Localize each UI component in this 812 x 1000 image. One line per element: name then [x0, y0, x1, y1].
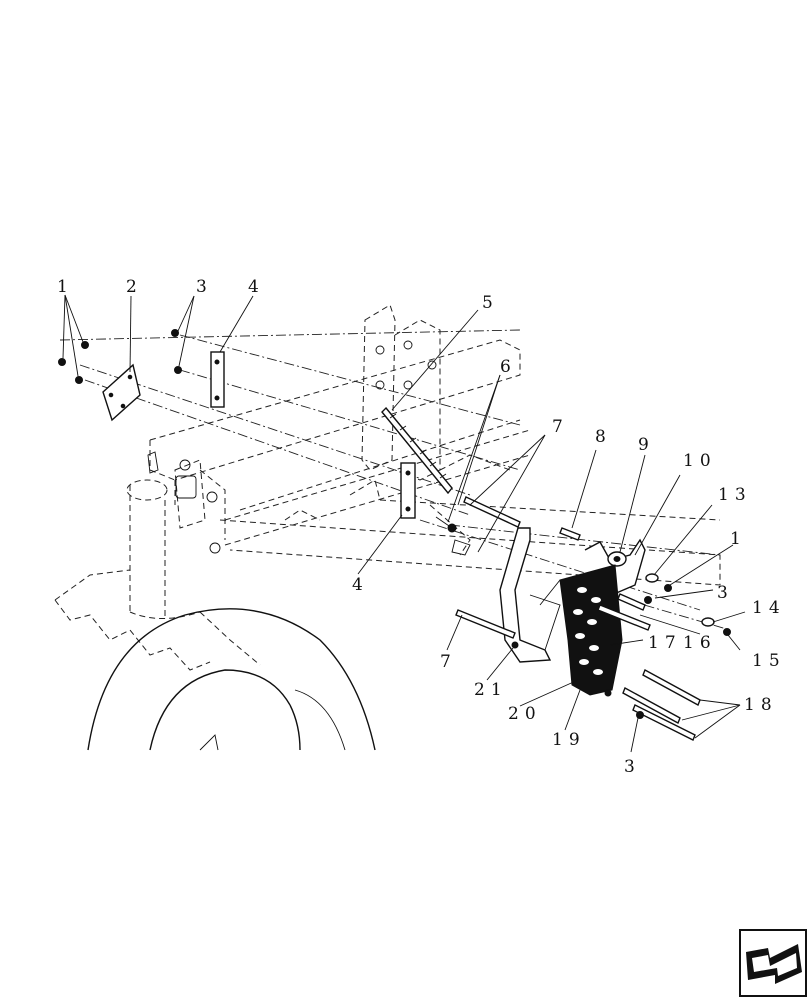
washer-13 — [645, 573, 659, 583]
rod-18a — [642, 669, 701, 706]
callout-3b: 3 — [717, 583, 734, 603]
forward-arrow-icon[interactable] — [739, 929, 807, 997]
callout-14: 14 — [752, 598, 786, 618]
slotted-plate-19 — [559, 564, 623, 696]
callouts: 1 2 3 4 5 6 7 8 9 10 13 1 3 14 17 16 15 … — [57, 277, 786, 777]
nut-1b — [58, 358, 66, 366]
nut-3a — [171, 329, 179, 337]
nut-1a — [81, 341, 89, 349]
callout-4: 4 — [248, 277, 265, 297]
parts — [58, 329, 731, 741]
callout-10: 10 — [683, 451, 717, 471]
callout-21: 21 — [474, 680, 508, 700]
frame-background — [54, 304, 721, 751]
callout-16: 16 — [683, 633, 717, 653]
callout-6: 6 — [500, 357, 517, 377]
callout-19: 19 — [552, 730, 586, 750]
rod-7a — [463, 496, 521, 528]
rod-5 — [381, 406, 453, 495]
callout-3c: 3 — [624, 757, 641, 777]
callout-18: 18 — [744, 695, 778, 715]
assembly-lines — [59, 329, 731, 631]
nut-1c — [75, 376, 83, 384]
callout-20: 20 — [508, 704, 542, 724]
strap-4b — [400, 462, 416, 519]
callout-13: 13 — [718, 485, 752, 505]
callout-1: 1 — [57, 277, 74, 297]
leader-lines — [62, 294, 746, 753]
callout-7b: 7 — [440, 652, 457, 672]
callout-9: 9 — [638, 435, 655, 455]
callout-8: 8 — [595, 427, 612, 447]
callout-7: 7 — [552, 417, 569, 437]
rod-18c — [632, 704, 696, 741]
rod-18b — [622, 687, 681, 724]
callout-5: 5 — [482, 293, 499, 313]
bolt-8 — [559, 527, 581, 541]
rod-7b — [455, 609, 516, 639]
callout-1b: 1 — [730, 529, 747, 549]
strap-4a — [210, 351, 225, 408]
callout-4b: 4 — [352, 575, 369, 595]
callout-2: 2 — [126, 277, 143, 297]
nut-3c — [636, 711, 644, 719]
callout-15: 15 — [752, 651, 786, 671]
callout-17: 17 — [648, 633, 682, 653]
plate-2 — [102, 363, 141, 422]
nut-3b — [174, 366, 182, 374]
callout-3: 3 — [196, 277, 213, 297]
